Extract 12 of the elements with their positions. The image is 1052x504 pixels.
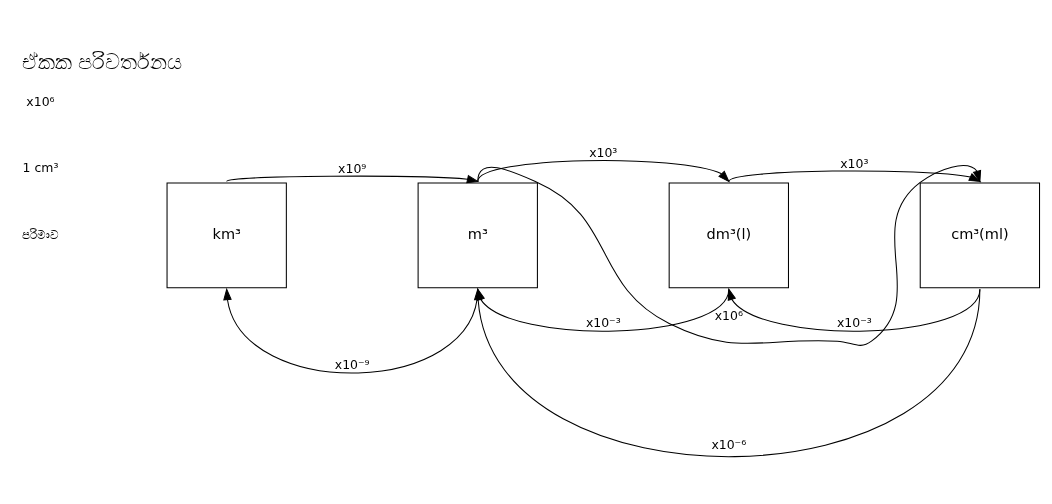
edge-label: x10⁻³ — [836, 314, 872, 330]
label: 1 cm³ — [22, 159, 59, 175]
label: x10⁶ — [26, 93, 55, 109]
edge-label: x10⁻⁹ — [334, 356, 370, 372]
label: පරිමාව — [21, 226, 59, 242]
edge-label: x10³ — [840, 155, 869, 171]
diagram-title: ඒකක පරිවර්තනය — [21, 49, 183, 74]
edge-label: x10⁹ — [338, 160, 367, 176]
edge-label: x10⁶ — [714, 307, 743, 323]
edge-label: x10⁻⁶ — [711, 436, 747, 452]
edge-label: x10³ — [589, 144, 618, 160]
edge-label: x10⁻³ — [585, 314, 621, 330]
